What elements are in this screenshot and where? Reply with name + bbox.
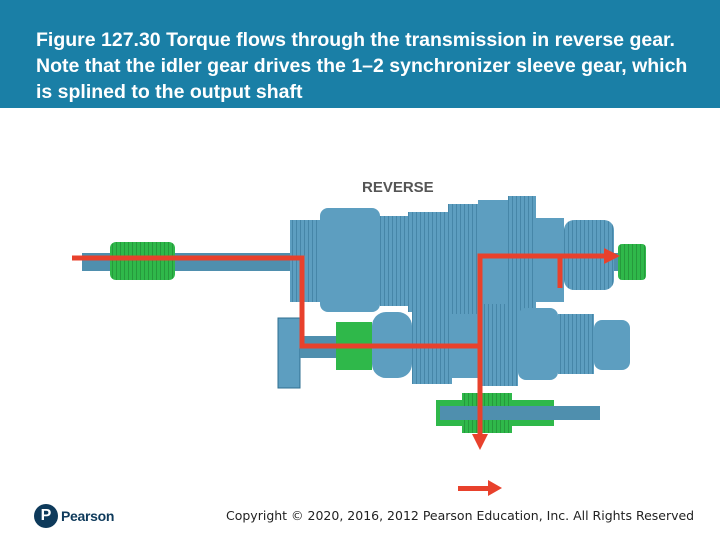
reverse-label: REVERSE xyxy=(362,179,434,196)
torque-flow-path xyxy=(72,253,605,438)
idler-shaft xyxy=(436,393,600,433)
flow-legend-arrowhead xyxy=(488,480,502,496)
flow-arrowhead-down xyxy=(472,434,488,450)
input-gear-green xyxy=(110,242,175,280)
pearson-logo: P Pearson xyxy=(34,504,124,530)
pearson-wordmark: Pearson xyxy=(61,508,115,524)
flow-arrowhead-output xyxy=(604,248,620,264)
transmission-diagram: REVERSE xyxy=(72,179,646,496)
flow-legend-bar xyxy=(458,486,490,491)
header-bar: Figure 127.30 Torque flows through the t… xyxy=(0,0,720,108)
output-shaft-green xyxy=(618,244,646,280)
figure-caption: Figure 127.30 Torque flows through the t… xyxy=(36,29,688,103)
copyright-notice: Copyright © 2020, 2016, 2012 Pearson Edu… xyxy=(226,508,695,523)
pearson-logo-icon: P xyxy=(34,504,58,528)
